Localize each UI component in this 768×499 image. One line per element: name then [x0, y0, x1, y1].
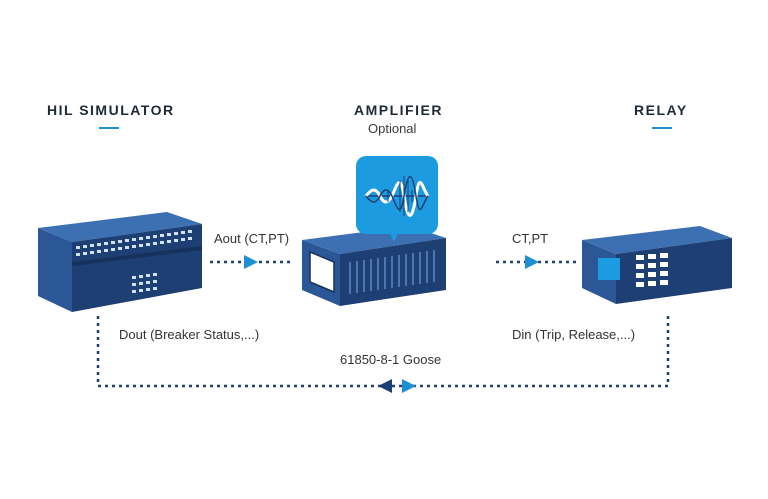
edge-label-goose: 61850-8-1 Goose — [340, 352, 442, 367]
amplifier-device — [302, 226, 446, 306]
relay-title: RELAY — [634, 102, 688, 118]
amplifier-subtitle: Optional — [368, 121, 417, 136]
relay-device — [582, 226, 732, 304]
hil-simulator-underline — [99, 127, 119, 129]
relay-underline — [652, 127, 672, 129]
edge-label-ctpt: CT,PT — [512, 231, 549, 246]
amplifier-title: AMPLIFIER — [354, 102, 443, 118]
arrow-right-icon — [244, 255, 258, 269]
arrow-left-icon — [378, 379, 392, 393]
edge-label-din: Din (Trip, Release,...) — [512, 327, 636, 342]
hil-simulator-device — [38, 212, 202, 312]
connector-goose-loop — [96, 316, 670, 393]
hil-simulator-title: HIL SIMULATOR — [47, 102, 175, 118]
edge-label-aout: Aout (CT,PT) — [214, 231, 290, 246]
connector-ctpt — [496, 255, 576, 269]
connector-aout — [210, 255, 292, 269]
sine-wave-icon — [356, 156, 438, 242]
arrow-right-icon — [525, 255, 539, 269]
edge-label-dout: Dout (Breaker Status,...) — [119, 327, 260, 342]
arrow-right-icon — [402, 379, 416, 393]
